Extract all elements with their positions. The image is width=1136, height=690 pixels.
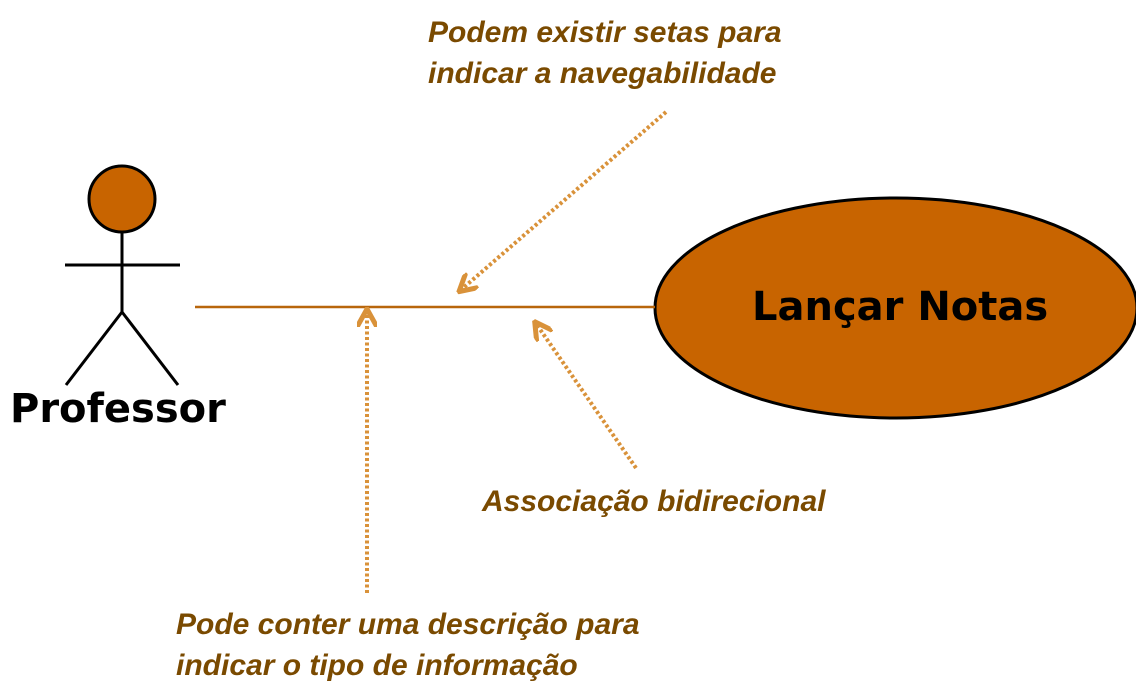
use-case-label: Lançar Notas	[752, 284, 1049, 330]
actor-head	[87, 164, 157, 234]
navigability-note-line-2: indicar a navegabilidade	[428, 57, 777, 90]
association-note: Associação bidirecional	[482, 485, 826, 518]
navigability-note: Podem existir setas para indicar a naveg…	[428, 12, 782, 94]
actor-right-leg	[120, 311, 180, 386]
association-pointer-arrow	[537, 325, 638, 470]
description-note: Pode conter uma descrição para indicar o…	[176, 604, 640, 686]
navigability-note-line-1: Podem existir setas para	[428, 16, 782, 49]
navigability-pointer-arrow	[462, 110, 668, 289]
description-note-line-2: indicar o tipo de informação	[176, 649, 578, 682]
actor-figure	[64, 164, 180, 386]
actor-label: Professor	[10, 386, 226, 432]
description-note-line-1: Pode conter uma descrição para	[176, 608, 640, 641]
actor-left-leg	[64, 311, 124, 386]
